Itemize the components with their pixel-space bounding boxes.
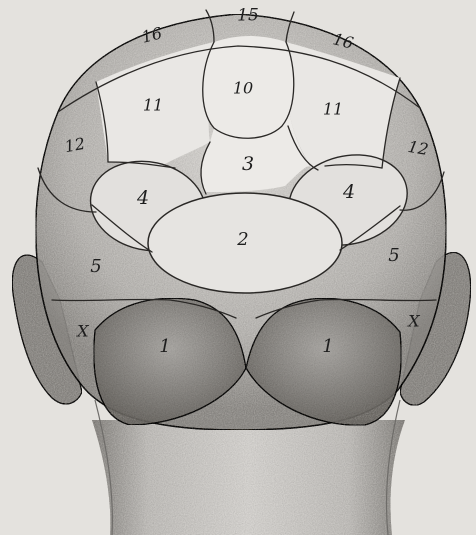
label-11-right: 11: [323, 100, 343, 119]
label-x-left: X: [75, 322, 89, 341]
label-10: 10: [233, 79, 253, 98]
label-x-right: X: [406, 312, 420, 331]
label-1-right: 1: [322, 336, 333, 357]
label-12-left: 12: [63, 134, 86, 156]
label-5-right: 5: [388, 245, 399, 266]
label-1-left: 1: [159, 336, 170, 357]
label-12-right: 12: [406, 137, 429, 159]
label-4-left: 4: [136, 187, 149, 209]
neck: [92, 420, 405, 535]
label-4-right: 4: [342, 181, 355, 203]
label-3: 3: [242, 153, 254, 175]
label-2: 2: [236, 229, 248, 250]
label-11-left: 11: [143, 96, 163, 115]
label-5-left: 5: [90, 256, 101, 277]
label-15: 15: [237, 6, 259, 26]
